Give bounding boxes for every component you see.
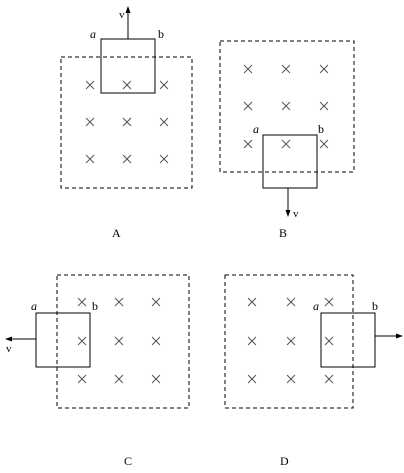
panel-caption: C xyxy=(124,454,132,468)
field-cross xyxy=(114,297,124,307)
field-cross xyxy=(85,154,95,164)
field-cross xyxy=(319,139,329,149)
velocity-arrowhead xyxy=(5,336,12,342)
field-cross xyxy=(247,297,257,307)
field-cross xyxy=(151,374,161,384)
field-cross-grid xyxy=(85,80,169,164)
field-cross xyxy=(85,80,95,90)
field-cross xyxy=(281,64,291,74)
panel-caption: D xyxy=(280,454,289,468)
magnetic-field-region xyxy=(224,274,354,409)
corner-a-label: a xyxy=(90,27,96,41)
magnetic-field-region xyxy=(56,274,190,409)
panel-a: v a b A xyxy=(60,6,193,240)
corner-b-label: b xyxy=(158,27,164,41)
velocity-label: v xyxy=(293,208,299,220)
field-cross xyxy=(151,336,161,346)
field-cross-grid xyxy=(243,64,329,149)
corner-a-label: a xyxy=(31,299,37,313)
field-cross xyxy=(77,336,87,346)
velocity-label: v xyxy=(119,9,125,21)
field-cross-grid xyxy=(247,297,334,384)
field-cross xyxy=(85,117,95,127)
velocity-arrowhead xyxy=(285,210,291,217)
field-cross xyxy=(281,101,291,111)
magnetic-field-region xyxy=(60,56,193,189)
corner-b-label: b xyxy=(318,122,324,136)
corner-a-label: a xyxy=(253,122,259,136)
field-cross xyxy=(114,336,124,346)
field-cross xyxy=(159,80,169,90)
field-cross xyxy=(247,336,257,346)
corner-b-label: b xyxy=(372,299,378,313)
field-cross xyxy=(159,154,169,164)
conducting-loop xyxy=(320,312,376,368)
field-cross xyxy=(122,154,132,164)
field-cross xyxy=(324,336,334,346)
field-cross xyxy=(324,374,334,384)
field-cross xyxy=(286,374,296,384)
field-cross xyxy=(151,297,161,307)
velocity-arrowhead xyxy=(125,6,131,13)
panel-b: v a b B xyxy=(219,40,355,240)
velocity-label: v xyxy=(6,343,12,355)
conducting-loop xyxy=(262,134,318,189)
field-cross xyxy=(319,64,329,74)
field-cross xyxy=(77,374,87,384)
magnetic-field-region xyxy=(219,40,355,173)
field-cross-grid xyxy=(77,297,161,384)
field-cross xyxy=(114,374,124,384)
corner-a-label: a xyxy=(313,299,319,313)
velocity-arrowhead xyxy=(396,333,403,339)
panel-c: v a b C xyxy=(5,274,190,468)
field-cross xyxy=(286,336,296,346)
field-cross xyxy=(281,139,291,149)
field-cross xyxy=(77,297,87,307)
conducting-loop xyxy=(35,312,91,368)
field-cross xyxy=(243,139,253,149)
panel-d: a b D xyxy=(224,274,403,468)
field-cross xyxy=(286,297,296,307)
field-cross xyxy=(159,117,169,127)
field-cross xyxy=(122,80,132,90)
field-cross xyxy=(243,64,253,74)
panel-caption: B xyxy=(279,226,287,240)
field-cross xyxy=(243,101,253,111)
field-cross xyxy=(122,117,132,127)
field-cross xyxy=(324,297,334,307)
field-cross xyxy=(247,374,257,384)
conducting-loop xyxy=(100,38,156,94)
panel-caption: A xyxy=(112,226,121,240)
corner-b-label: b xyxy=(92,299,98,313)
field-cross xyxy=(319,101,329,111)
